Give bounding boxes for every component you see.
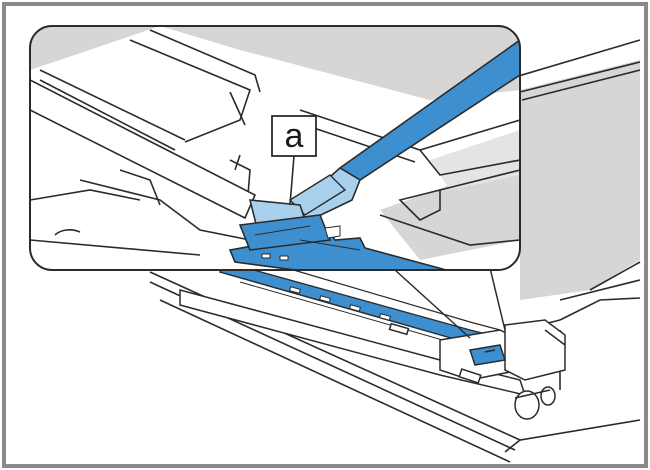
- zoom-detail: [29, 25, 521, 271]
- zoom-rod: [30, 78, 257, 220]
- zoom-frame: [29, 25, 521, 271]
- callout-label-leader: [289, 155, 295, 206]
- rail-latch: [179, 289, 566, 420]
- callout-label-a: a: [284, 117, 304, 155]
- blue-guide-rail: [218, 261, 511, 353]
- callout-leader-lines: [394, 267, 506, 339]
- cavity-back-panel: [520, 60, 640, 300]
- rail-knob: [514, 390, 540, 420]
- zoom-latch: [228, 214, 520, 270]
